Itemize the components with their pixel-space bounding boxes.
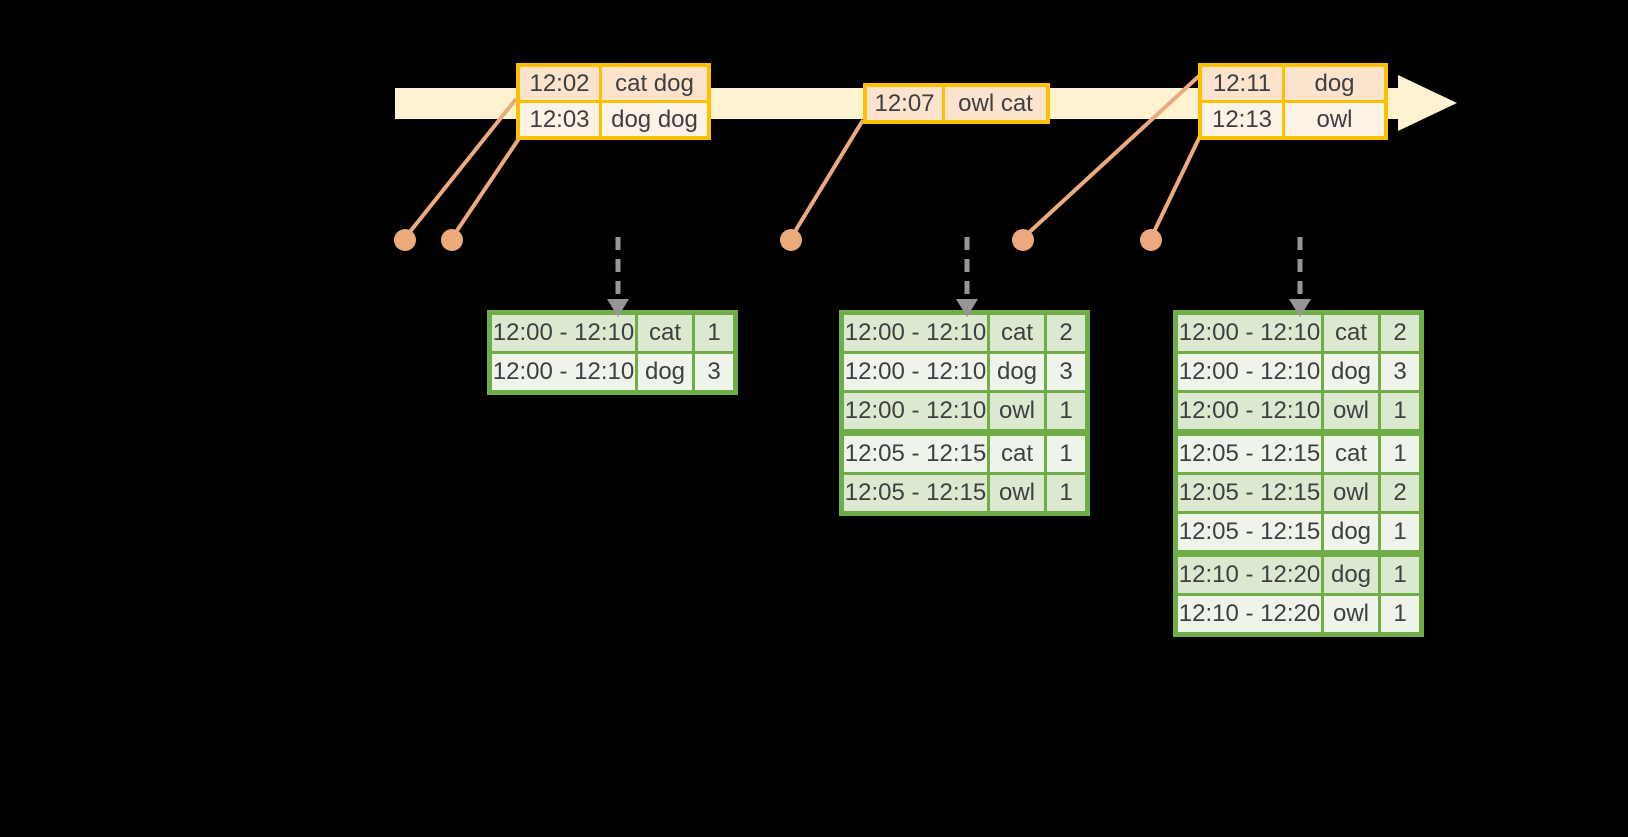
- event-row: 12:02 cat dog: [520, 67, 707, 100]
- word-cell: cat: [990, 315, 1047, 351]
- event-connector-line: [789, 118, 865, 240]
- window-cell: 12:05 - 12:15: [844, 475, 990, 511]
- event-dot: [1012, 229, 1034, 251]
- timeline-arrowhead-icon: [1398, 75, 1457, 131]
- event-connector-line: [450, 135, 522, 240]
- result-row: 12:00 - 12:10 dog 3: [1178, 351, 1419, 390]
- window-cell: 12:10 - 12:20: [1178, 596, 1324, 632]
- event-dot: [394, 229, 416, 251]
- window-cell: 12:00 - 12:10: [844, 315, 990, 351]
- window-cell: 12:00 - 12:10: [492, 354, 638, 390]
- word-cell: owl: [1324, 596, 1381, 632]
- event-words-cell: cat dog: [602, 67, 707, 100]
- event-dot: [780, 229, 802, 251]
- count-cell: 3: [1047, 354, 1085, 390]
- event-connector-line: [403, 97, 518, 240]
- result-row: 12:05 - 12:15 owl 1: [844, 472, 1085, 511]
- result-row: 12:05 - 12:15 dog 1: [1178, 511, 1419, 550]
- window-cell: 12:00 - 12:10: [844, 354, 990, 390]
- result-row: 12:00 - 12:10 owl 1: [844, 390, 1085, 429]
- count-cell: 1: [1381, 514, 1419, 550]
- count-cell: 1: [1047, 475, 1085, 511]
- window-cell: 12:00 - 12:10: [1178, 393, 1324, 429]
- event-row: 12:11 dog: [1202, 67, 1384, 100]
- result-row: 12:05 - 12:15 cat 1: [844, 429, 1085, 472]
- event-row: 12:03 dog dog: [520, 100, 707, 136]
- event-dot: [1140, 229, 1162, 251]
- result-row: 12:05 - 12:15 owl 2: [1178, 472, 1419, 511]
- window-cell: 12:00 - 12:10: [1178, 354, 1324, 390]
- word-cell: owl: [990, 475, 1047, 511]
- word-cell: dog: [1324, 557, 1381, 593]
- word-cell: dog: [990, 354, 1047, 390]
- count-cell: 1: [1381, 393, 1419, 429]
- count-cell: 1: [1047, 393, 1085, 429]
- word-cell: cat: [638, 315, 695, 351]
- event-time-cell: 12:13: [1202, 103, 1285, 136]
- count-cell: 1: [1047, 436, 1085, 472]
- event-words-cell: dog: [1285, 67, 1384, 100]
- window-cell: 12:05 - 12:15: [1178, 514, 1324, 550]
- event-dots: [394, 229, 1162, 251]
- count-cell: 2: [1047, 315, 1085, 351]
- event-words-cell: dog dog: [602, 103, 707, 136]
- window-cell: 12:10 - 12:20: [1178, 557, 1324, 593]
- result-row: 12:00 - 12:10 dog 3: [492, 351, 733, 390]
- word-cell: dog: [638, 354, 695, 390]
- event-words-cell: owl cat: [945, 87, 1046, 120]
- word-cell: cat: [1324, 436, 1381, 472]
- word-cell: cat: [990, 436, 1047, 472]
- result-row: 12:00 - 12:10 cat 2: [844, 315, 1085, 351]
- result-row: 12:00 - 12:10 cat 2: [1178, 315, 1419, 351]
- result-row: 12:00 - 12:10 owl 1: [1178, 390, 1419, 429]
- word-cell: owl: [1324, 393, 1381, 429]
- window-cell: 12:00 - 12:10: [1178, 315, 1324, 351]
- event-dot: [441, 229, 463, 251]
- trigger-arrow-shafts: [615, 237, 1303, 301]
- count-cell: 3: [1381, 354, 1419, 390]
- window-cell: 12:05 - 12:15: [1178, 436, 1324, 472]
- result-table-1: 12:00 - 12:10 cat 1 12:00 - 12:10 dog 3: [487, 310, 738, 395]
- event-table-1202: 12:02 cat dog 12:03 dog dog: [516, 63, 711, 140]
- event-table-1207: 12:07 owl cat: [863, 83, 1050, 124]
- event-time-cell: 12:03: [520, 103, 602, 136]
- word-cell: dog: [1324, 514, 1381, 550]
- word-cell: owl: [1324, 475, 1381, 511]
- result-row: 12:10 - 12:20 owl 1: [1178, 593, 1419, 632]
- count-cell: 1: [695, 315, 733, 351]
- window-cell: 12:00 - 12:10: [844, 393, 990, 429]
- count-cell: 1: [1381, 436, 1419, 472]
- result-row: 12:05 - 12:15 cat 1: [1178, 429, 1419, 472]
- event-time-cell: 12:11: [1202, 67, 1285, 100]
- result-row: 12:00 - 12:10 cat 1: [492, 315, 733, 351]
- word-cell: owl: [990, 393, 1047, 429]
- count-cell: 2: [1381, 475, 1419, 511]
- result-table-2: 12:00 - 12:10 cat 2 12:00 - 12:10 dog 3 …: [839, 310, 1090, 516]
- word-cell: dog: [1324, 354, 1381, 390]
- word-cell: cat: [1324, 315, 1381, 351]
- event-time-cell: 12:02: [520, 67, 602, 100]
- event-row: 12:13 owl: [1202, 100, 1384, 136]
- count-cell: 3: [695, 354, 733, 390]
- window-cell: 12:05 - 12:15: [844, 436, 990, 472]
- count-cell: 1: [1381, 596, 1419, 632]
- result-row: 12:10 - 12:20 dog 1: [1178, 550, 1419, 593]
- window-cell: 12:05 - 12:15: [1178, 475, 1324, 511]
- event-words-cell: owl: [1285, 103, 1384, 136]
- event-connector-line: [1149, 133, 1203, 239]
- count-cell: 2: [1381, 315, 1419, 351]
- event-table-1211: 12:11 dog 12:13 owl: [1198, 63, 1388, 140]
- result-table-3: 12:00 - 12:10 cat 2 12:00 - 12:10 dog 3 …: [1173, 310, 1424, 637]
- result-row: 12:00 - 12:10 dog 3: [844, 351, 1085, 390]
- count-cell: 1: [1381, 557, 1419, 593]
- event-row: 12:07 owl cat: [867, 87, 1046, 120]
- event-time-cell: 12:07: [867, 87, 945, 120]
- window-cell: 12:00 - 12:10: [492, 315, 638, 351]
